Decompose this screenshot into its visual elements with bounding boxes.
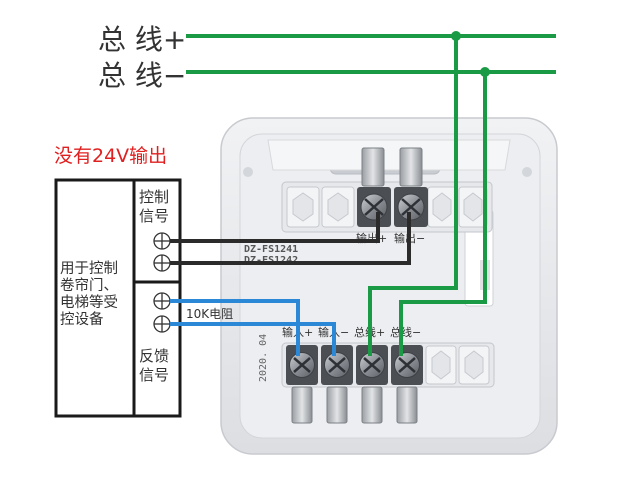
top-terminal-strip <box>281 147 493 233</box>
screw <box>394 187 428 227</box>
control-wire-2 <box>170 212 411 265</box>
feedback-wire-2 <box>170 322 336 356</box>
feedback-signal-label-line-2: 信号 <box>139 366 169 384</box>
device-desc-line-4: 控设备 <box>60 311 104 328</box>
screw <box>321 345 353 385</box>
device-desc-line-2: 卷帘门、 <box>60 277 118 294</box>
model-number-1: DZ-FS1241 <box>244 244 298 255</box>
terminal-block <box>458 186 488 228</box>
feedback-signal-label-line-1: 反馈 <box>139 347 169 365</box>
warning-no-24v-output: 没有24V输出 <box>54 145 167 167</box>
control-terminal-1-icon <box>153 232 171 250</box>
bus-plus-drop-wire <box>368 36 458 356</box>
bottom-terminal-label-bus-minus: 总线− <box>390 325 421 339</box>
terminal-block <box>286 186 320 228</box>
model-number-2: DZ-FS1242 <box>244 255 298 266</box>
terminal-block <box>321 186 355 228</box>
control-signal-label-line-1: 控制 <box>139 188 169 206</box>
screw <box>356 345 388 385</box>
terminal-block <box>425 345 457 385</box>
terminal-block <box>458 345 490 385</box>
screw <box>286 345 318 385</box>
screw <box>391 345 423 385</box>
feedback-terminal-2-icon <box>153 315 171 333</box>
date-code: 2020. 04 <box>258 334 269 382</box>
control-wire-1 <box>170 212 380 243</box>
device-desc-line-3: 电梯等受 <box>60 293 118 311</box>
screw <box>357 187 391 227</box>
device-desc-line-1: 用于控制 <box>60 260 118 277</box>
resistor-10k-label: 10K电阻 <box>186 307 233 321</box>
feedback-wire-1 <box>170 299 300 356</box>
feedback-terminal-1-icon <box>153 292 171 310</box>
control-signal-label-line-2: 信号 <box>139 207 169 225</box>
bus-minus-label: 总 线− <box>98 59 186 92</box>
bus-minus-drop-wire <box>399 72 487 356</box>
control-terminal-2-icon <box>153 254 171 272</box>
terminal-block <box>427 186 457 228</box>
bus-plus-label: 总 线+ <box>98 23 186 56</box>
